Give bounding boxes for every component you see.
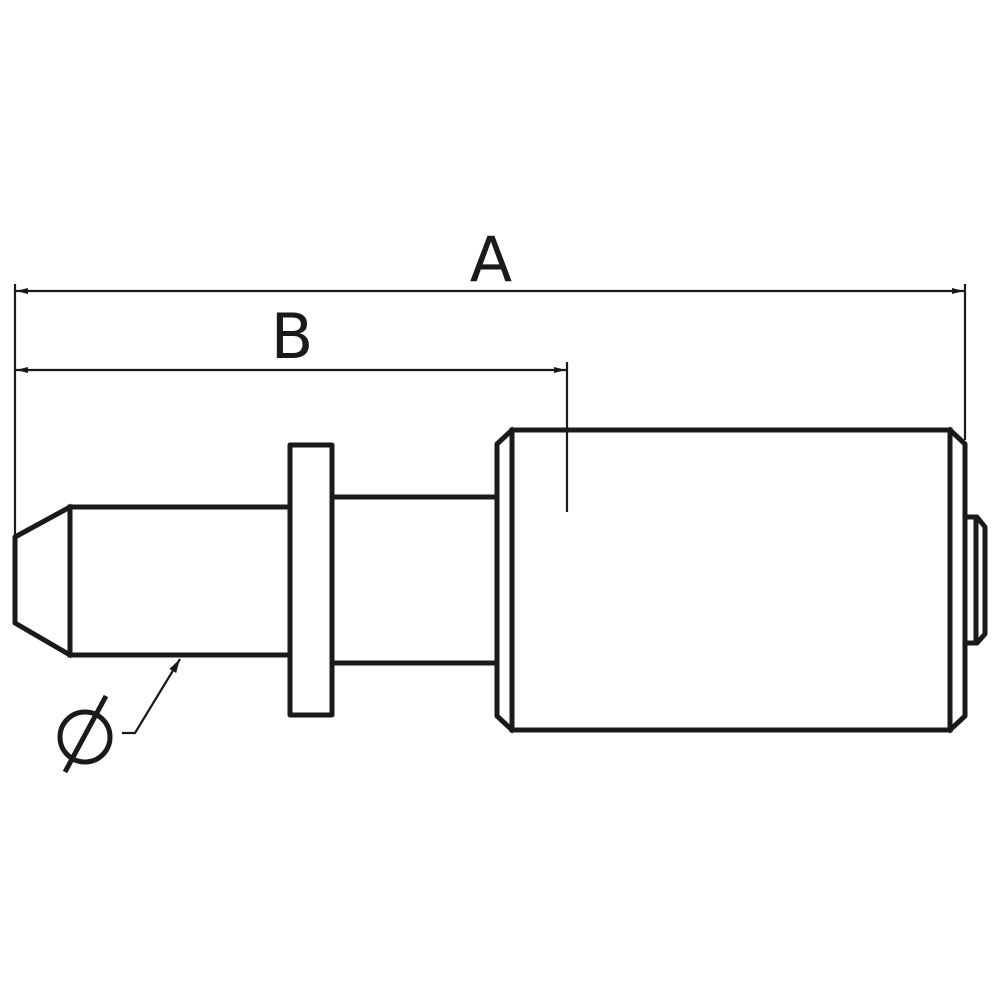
diameter-callout: Ø — [57, 658, 181, 774]
ferrule-left-chamfer — [494, 426, 516, 734]
dimension-b: B — [16, 300, 566, 373]
dimension-b-label: B — [271, 300, 314, 373]
neck-tube — [329, 494, 500, 666]
hose-tail — [67, 504, 293, 658]
fitting-outline — [12, 426, 988, 734]
dimension-a-label: A — [470, 223, 512, 296]
diameter-symbol-icon — [57, 694, 113, 774]
dimension-a: A — [16, 223, 964, 296]
nose-chamfer — [12, 503, 74, 659]
ferrule-right-chamfer — [946, 426, 968, 734]
collar-flange — [287, 442, 335, 718]
extension-lines — [13, 284, 967, 540]
ferrule-body — [509, 427, 953, 733]
diameter-leader-line — [122, 658, 181, 735]
